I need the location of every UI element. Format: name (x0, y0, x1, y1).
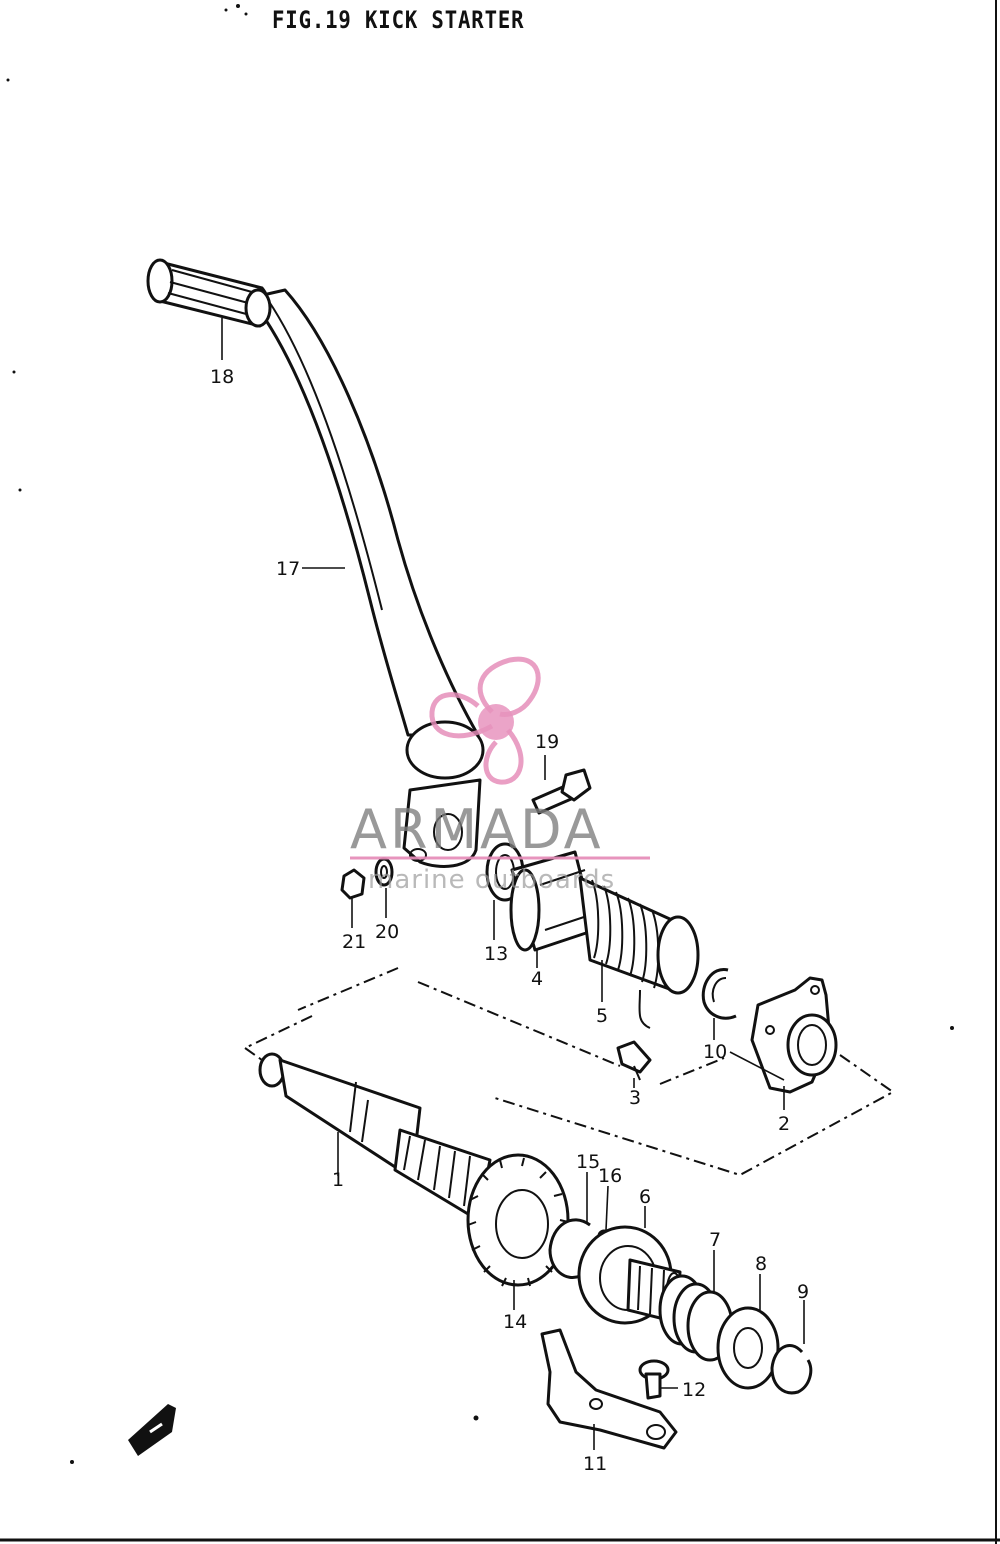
part-12-screw (638, 1359, 670, 1400)
callout-14: 14 (503, 1311, 527, 1333)
watermark-tagline: marine outboards (368, 865, 615, 895)
callout-6: 6 (639, 1186, 651, 1208)
part-1-shaft (258, 1052, 492, 1222)
part-2-housing (750, 976, 838, 1094)
part-21-nut (340, 868, 366, 900)
callout-9: 9 (797, 1281, 809, 1303)
assembly-outline (244, 967, 895, 1177)
part-4-guide (509, 850, 597, 952)
callout-18: 18 (210, 366, 234, 388)
part-8-washer (716, 1306, 780, 1390)
part-3-screw (616, 1040, 652, 1081)
callout-21: 21 (342, 931, 366, 953)
callout-17: 17 (276, 558, 300, 580)
callout-13: 13 (484, 943, 508, 965)
part-19-bolt (531, 768, 592, 815)
leader-lines (221, 318, 805, 1450)
part-10-circlip (701, 968, 737, 1020)
callout-2: 2 (778, 1113, 790, 1135)
front-arrow-icon (128, 1404, 176, 1456)
callout-4: 4 (531, 968, 543, 990)
part-5-spring (578, 876, 700, 1029)
callout-5: 5 (596, 1005, 608, 1027)
callout-7: 7 (709, 1229, 721, 1251)
callout-16: 16 (598, 1165, 622, 1187)
figure-title: FIG.19 KICK STARTER (272, 6, 525, 34)
part-18-grip (146, 258, 272, 328)
callout-15: 15 (576, 1151, 600, 1173)
callout-19: 19 (535, 731, 559, 753)
watermark: ARMADA marine outboards (350, 656, 650, 895)
callout-12: 12 (682, 1379, 706, 1401)
propeller-hub-icon (478, 704, 514, 740)
part-14-gear (466, 1153, 570, 1287)
callout-3: 3 (629, 1087, 641, 1109)
propeller-icon (429, 656, 541, 785)
callout-8: 8 (755, 1253, 767, 1275)
callout-20: 20 (375, 921, 399, 943)
callout-1: 1 (332, 1169, 344, 1191)
part-9-circlip (770, 1344, 813, 1395)
watermark-brand: ARMADA (350, 798, 604, 861)
callout-10: 10 (703, 1041, 727, 1063)
scan-specks (6, 4, 954, 1464)
callout-11: 11 (583, 1453, 607, 1475)
part-11-stopper (540, 1328, 678, 1450)
